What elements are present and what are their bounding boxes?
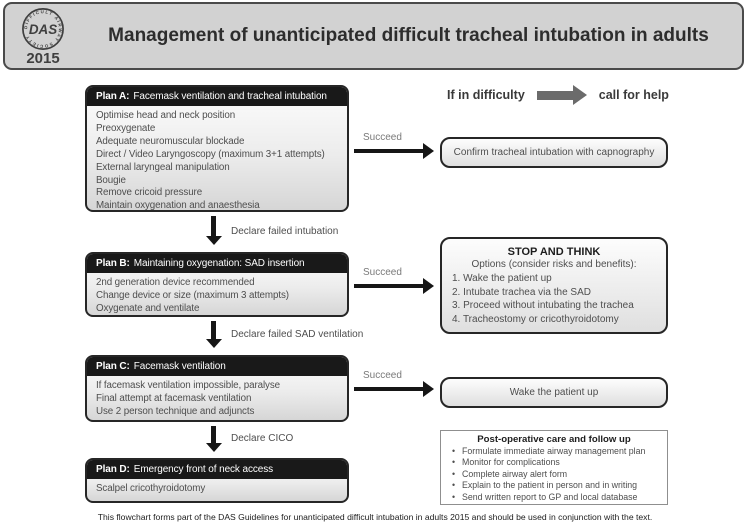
stop-option: 3. Proceed without intubating the trache… bbox=[452, 300, 634, 311]
plan-c-box: Plan C:Facemask ventilation If facemask … bbox=[85, 355, 349, 422]
postop-bullet: Complete airway alert form bbox=[449, 469, 659, 481]
down-arrow-icon bbox=[211, 426, 216, 443]
help-arrow-icon bbox=[536, 90, 573, 100]
succeed-arrow-icon bbox=[354, 284, 423, 288]
postop-bullet: Formulate immediate airway management pl… bbox=[449, 446, 659, 458]
help-banner-left: If in difficulty bbox=[447, 88, 525, 102]
plan-item: If facemask ventilation impossible, para… bbox=[96, 380, 281, 391]
plan-b-header: Plan B:Maintaining oxygenation: SAD inse… bbox=[87, 254, 347, 273]
logo-acronym: DAS bbox=[29, 22, 57, 37]
help-banner: If in difficulty call for help bbox=[447, 88, 669, 102]
plan-item: Final attempt at facemask ventilation bbox=[96, 392, 252, 404]
plan-a-header: Plan A:Facemask ventilation and tracheal… bbox=[87, 87, 347, 106]
down-arrow-icon bbox=[211, 216, 216, 236]
stop-and-think-title: STOP AND THINK bbox=[507, 246, 601, 258]
transition-label: Declare CICO bbox=[231, 433, 294, 444]
plan-item: Direct / Video Laryngoscopy (maximum 3+1… bbox=[96, 148, 325, 160]
transition-label: Declare failed intubation bbox=[231, 226, 339, 237]
postop-bullet: Send written report to GP and local data… bbox=[449, 492, 659, 504]
down-arrow-icon bbox=[211, 321, 216, 339]
postop-bullet: Monitor for complications bbox=[449, 457, 659, 469]
page-title: Management of unanticipated difficult tr… bbox=[108, 25, 709, 46]
plan-d-body: Scalpel cricothyroidotomy bbox=[87, 479, 347, 500]
plan-c-body: If facemask ventilation impossible, para… bbox=[87, 376, 347, 420]
plan-a-label: Plan A: bbox=[96, 91, 130, 102]
plan-item: External laryngeal manipulation bbox=[96, 161, 230, 173]
plan-d-title: Emergency front of neck access bbox=[133, 464, 274, 475]
footer-note: This flowchart forms part of the DAS Gui… bbox=[97, 512, 653, 522]
stop-option: 2. Intubate trachea via the SAD bbox=[452, 286, 591, 298]
plan-b-title: Maintaining oxygenation: SAD insertion bbox=[133, 258, 305, 269]
stop-option: 1. Wake the patient up bbox=[452, 273, 552, 284]
plan-item: Maintain oxygenation and anaesthesia bbox=[96, 200, 260, 212]
plan-a-body: Optimise head and neck position Preoxyge… bbox=[87, 106, 347, 212]
postop-care-box: Post-operative care and follow up Formul… bbox=[440, 430, 668, 505]
transition-label: Declare failed SAD ventilation bbox=[231, 329, 364, 340]
header-bar: DIFFICULT AIRWAY SOCIETY DAS 2015 Manage… bbox=[3, 2, 744, 70]
plan-d-label: Plan D: bbox=[96, 464, 130, 475]
plan-item: 2nd generation device recommended bbox=[96, 277, 255, 288]
plan-item: Scalpel cricothyroidotomy bbox=[96, 483, 206, 494]
plan-b-label: Plan B: bbox=[96, 258, 130, 269]
plan-d-box: Plan D:Emergency front of neck access Sc… bbox=[85, 458, 349, 503]
confirm-intubation-box: Confirm tracheal intubation with capnogr… bbox=[440, 137, 668, 168]
succeed-label: Succeed bbox=[363, 132, 402, 143]
plan-d-header: Plan D:Emergency front of neck access bbox=[87, 460, 347, 479]
plan-a-title: Facemask ventilation and tracheal intuba… bbox=[133, 91, 327, 102]
stop-option: 4. Tracheostomy or cricothyroidotomy bbox=[452, 313, 619, 325]
stop-and-think-subtitle: Options (consider risks and benefits): bbox=[471, 259, 637, 270]
plan-b-box: Plan B:Maintaining oxygenation: SAD inse… bbox=[85, 252, 349, 317]
help-banner-right: call for help bbox=[598, 88, 669, 102]
plan-a-box: Plan A:Facemask ventilation and tracheal… bbox=[85, 85, 349, 212]
logo-year: 2015 bbox=[26, 50, 60, 67]
plan-item: Oxygenate and ventilate bbox=[96, 302, 200, 314]
succeed-arrow-icon bbox=[354, 387, 423, 391]
plan-item: Bougie bbox=[96, 174, 126, 186]
wake-patient-box: Wake the patient up bbox=[440, 377, 668, 408]
das-logo: DIFFICULT AIRWAY SOCIETY DAS 2015 bbox=[17, 7, 69, 66]
plan-item: Optimise head and neck position bbox=[96, 110, 236, 121]
postop-care-title: Post-operative care and follow up bbox=[477, 434, 631, 445]
stop-and-think-box: STOP AND THINK Options (consider risks a… bbox=[440, 237, 668, 334]
succeed-arrow-icon bbox=[354, 149, 423, 153]
confirm-intubation-text: Confirm tracheal intubation with capnogr… bbox=[453, 147, 655, 158]
plan-b-body: 2nd generation device recommended Change… bbox=[87, 273, 347, 315]
succeed-label: Succeed bbox=[363, 267, 402, 278]
plan-item: Preoxygenate bbox=[96, 122, 156, 134]
succeed-label: Succeed bbox=[363, 370, 402, 381]
plan-item: Remove cricoid pressure bbox=[96, 187, 203, 199]
postop-bullet: Explain to the patient in person and in … bbox=[449, 480, 659, 492]
plan-c-header: Plan C:Facemask ventilation bbox=[87, 357, 347, 376]
plan-item: Use 2 person technique and adjuncts bbox=[96, 405, 255, 417]
wake-patient-text: Wake the patient up bbox=[509, 387, 599, 398]
das-logo-icon: DIFFICULT AIRWAY SOCIETY DAS bbox=[22, 8, 64, 50]
plan-item: Change device or size (maximum 3 attempt… bbox=[96, 289, 289, 301]
plan-c-title: Facemask ventilation bbox=[133, 361, 226, 372]
plan-item: Adequate neuromuscular blockade bbox=[96, 135, 245, 147]
plan-c-label: Plan C: bbox=[96, 361, 130, 372]
